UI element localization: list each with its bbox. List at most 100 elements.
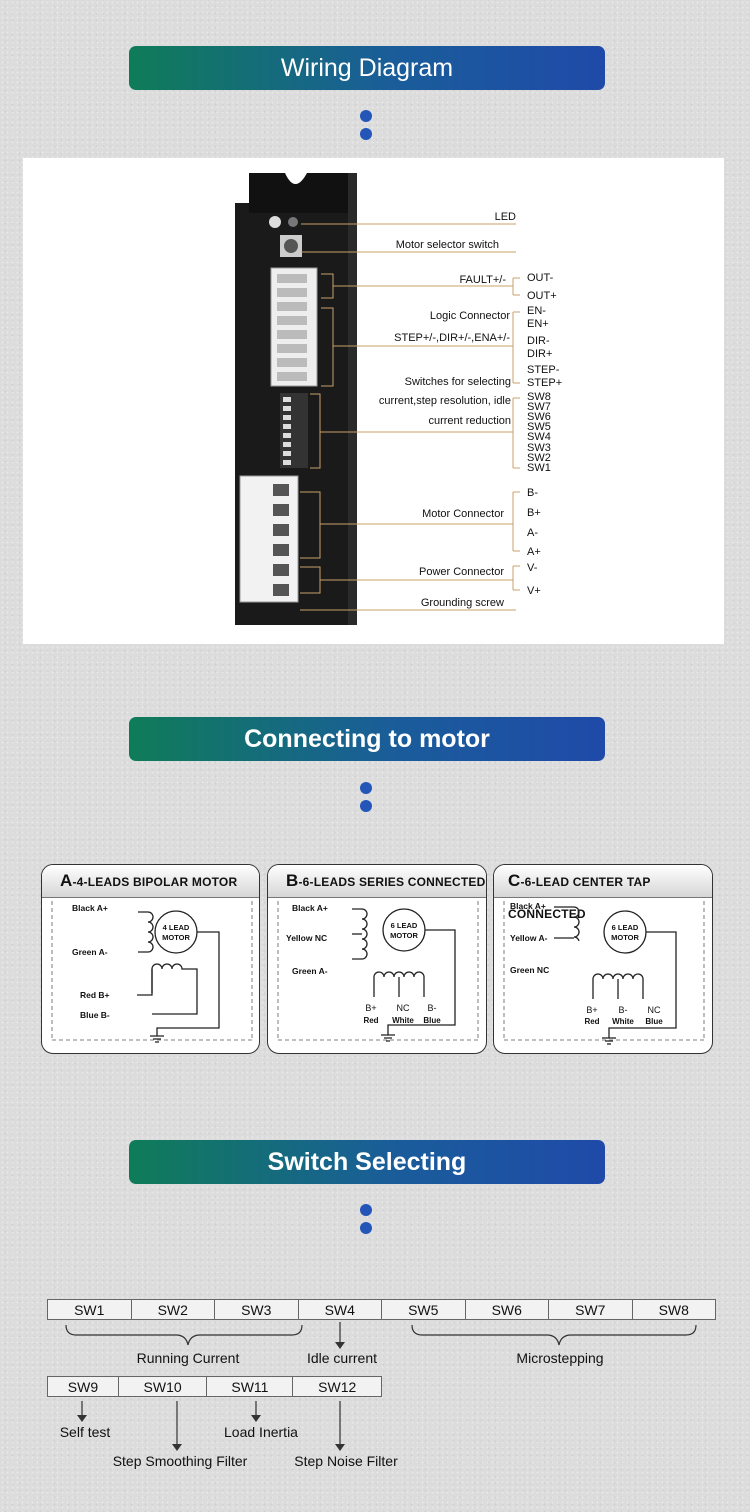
6-lead-center-tap-wiring-svg: Black A+ Yellow A- Green NC 6 LEAD MOTOR… <box>503 901 705 1045</box>
logic-connector-label: Logic Connector <box>430 310 510 322</box>
step-smoothing-label: Step Smoothing Filter <box>113 1453 248 1469</box>
leader-lines <box>300 223 520 611</box>
sw1-pin-label: SW1 <box>527 462 551 474</box>
signal-label: B+ <box>586 1005 597 1015</box>
signal-label: NC <box>397 1003 410 1013</box>
color-label: Red <box>584 1017 599 1026</box>
sw12-cell: SW12 <box>292 1376 382 1397</box>
en-minus-label: EN- <box>527 305 546 317</box>
wire-label: Yellow A- <box>510 933 548 943</box>
step-dir-ena-label: STEP+/-,DIR+/-,ENA+/- <box>394 332 510 344</box>
switch-table-row1: SW1 SW2 SW3 SW4 SW5 SW6 SW7 SW8 <box>47 1299 716 1320</box>
card-letter: B <box>286 871 299 890</box>
a-minus-label: A- <box>527 527 538 539</box>
wire-label: Green A- <box>292 966 328 976</box>
dir-minus-label: DIR- <box>527 335 550 347</box>
step-plus-label: STEP+ <box>527 377 562 389</box>
switch-annotations-svg: Running Current Idle current Microsteppi… <box>60 1322 697 1469</box>
4-lead-wiring-svg: Black A+ Green A- Red B+ Blue B- 4 LEAD … <box>51 901 253 1043</box>
b-minus-label: B- <box>527 487 538 499</box>
card-title: -4-LEADS BIPOLAR MOTOR <box>72 875 238 889</box>
sw4-cell: SW4 <box>297 1299 382 1320</box>
signal-label: B- <box>428 1003 437 1013</box>
microstepping-brace <box>411 1324 697 1346</box>
section-dot <box>360 1222 372 1234</box>
motor-label: MOTOR <box>611 933 639 942</box>
wire-label: Black A+ <box>510 901 546 911</box>
load-inertia-label: Load Inertia <box>224 1424 298 1440</box>
wiring-diagram-banner: Wiring Diagram <box>129 46 605 90</box>
section-dot <box>360 110 372 122</box>
section-dot <box>360 800 372 812</box>
sw3-cell: SW3 <box>214 1299 299 1320</box>
motor-label: 6 LEAD <box>612 923 639 932</box>
switches-label-line3: current reduction <box>428 415 511 427</box>
motor-card-4-leads-bipolar: A-4-LEADS BIPOLAR MOTOR Black A+ Green A… <box>41 864 260 1054</box>
grounding-screw-label: Grounding screw <box>421 597 504 609</box>
driver-wiring-svg: LED Motor selector switch FAULT+/- OUT- … <box>235 173 562 625</box>
sw7-cell: SW7 <box>548 1299 633 1320</box>
a-plus-label: A+ <box>527 546 541 558</box>
color-label: White <box>612 1017 634 1026</box>
card-letter: A <box>60 871 73 890</box>
en-plus-label: EN+ <box>527 318 549 330</box>
fault-label: FAULT+/- <box>459 274 506 286</box>
signal-label: B- <box>619 1005 628 1015</box>
sw3-pin-label: SW3 <box>527 442 551 454</box>
card-letter: C <box>508 871 521 890</box>
wire-label: Black A+ <box>72 903 108 913</box>
sw1-cell: SW1 <box>47 1299 132 1320</box>
section-dot <box>360 782 372 794</box>
motor-label: MOTOR <box>162 933 190 942</box>
signal-label: NC <box>648 1005 661 1015</box>
led-label: LED <box>495 211 516 223</box>
v-plus-label: V+ <box>527 585 541 597</box>
color-label: White <box>392 1016 414 1025</box>
connecting-to-motor-banner: Connecting to motor <box>129 717 605 761</box>
wiring-diagram-panel: LED Motor selector switch FAULT+/- OUT- … <box>23 158 724 644</box>
self-test-label: Self test <box>60 1424 111 1440</box>
sw11-cell: SW11 <box>206 1376 294 1397</box>
card-title: -6-LEAD CENTER TAP CONNECTED <box>508 875 651 921</box>
color-label: Red <box>363 1016 378 1025</box>
wire-label: Red B+ <box>80 990 110 1000</box>
signal-label: B+ <box>365 1003 376 1013</box>
sw5-pin-label: SW5 <box>527 421 551 433</box>
dir-plus-label: DIR+ <box>527 348 552 360</box>
out-plus-label: OUT+ <box>527 290 557 302</box>
6-lead-series-wiring-svg: Black A+ Yellow NC Green A- 6 LEAD MOTOR… <box>277 901 479 1042</box>
sw8-cell: SW8 <box>631 1299 716 1320</box>
switches-label-line2: current,step resolution, idle <box>379 395 511 407</box>
motor-label: 6 LEAD <box>391 921 418 930</box>
motor-connector-label: Motor Connector <box>422 508 504 520</box>
power-connector-label: Power Connector <box>419 566 504 578</box>
sw9-cell: SW9 <box>47 1376 119 1397</box>
sw6-cell: SW6 <box>464 1299 549 1320</box>
wire-label: Yellow NC <box>286 933 327 943</box>
step-minus-label: STEP- <box>527 364 560 376</box>
sw8-pin-label: SW8 <box>527 391 551 403</box>
color-label: Blue <box>423 1016 441 1025</box>
sw5-cell: SW5 <box>381 1299 466 1320</box>
motor-selector-label: Motor selector switch <box>396 239 499 251</box>
motor-label: MOTOR <box>390 931 418 940</box>
sw10-cell: SW10 <box>117 1376 208 1397</box>
out-minus-label: OUT- <box>527 272 554 284</box>
running-current-label: Running Current <box>137 1350 240 1366</box>
wire-label: Blue B- <box>80 1010 110 1020</box>
sw7-pin-label: SW7 <box>527 401 551 413</box>
sw6-pin-label: SW6 <box>527 411 551 423</box>
running-current-brace <box>65 1324 303 1346</box>
wire-label: Green A- <box>72 947 108 957</box>
stepper-driver-image <box>235 173 357 625</box>
section-dot <box>360 1204 372 1216</box>
sw4-pin-label: SW4 <box>527 431 551 443</box>
b-plus-label: B+ <box>527 507 541 519</box>
switch-table-row2: SW9 SW10 SW11 SW12 <box>47 1376 382 1397</box>
section-dot <box>360 128 372 140</box>
idle-current-label: Idle current <box>307 1350 377 1366</box>
switch-selecting-banner: Switch Selecting <box>129 1140 605 1184</box>
motor-label: 4 LEAD <box>163 923 190 932</box>
sw2-pin-label: SW2 <box>527 452 551 464</box>
motor-card-6-leads-series: B-6-LEADS SERIES CONNECTED Black A+ Yell… <box>267 864 487 1054</box>
